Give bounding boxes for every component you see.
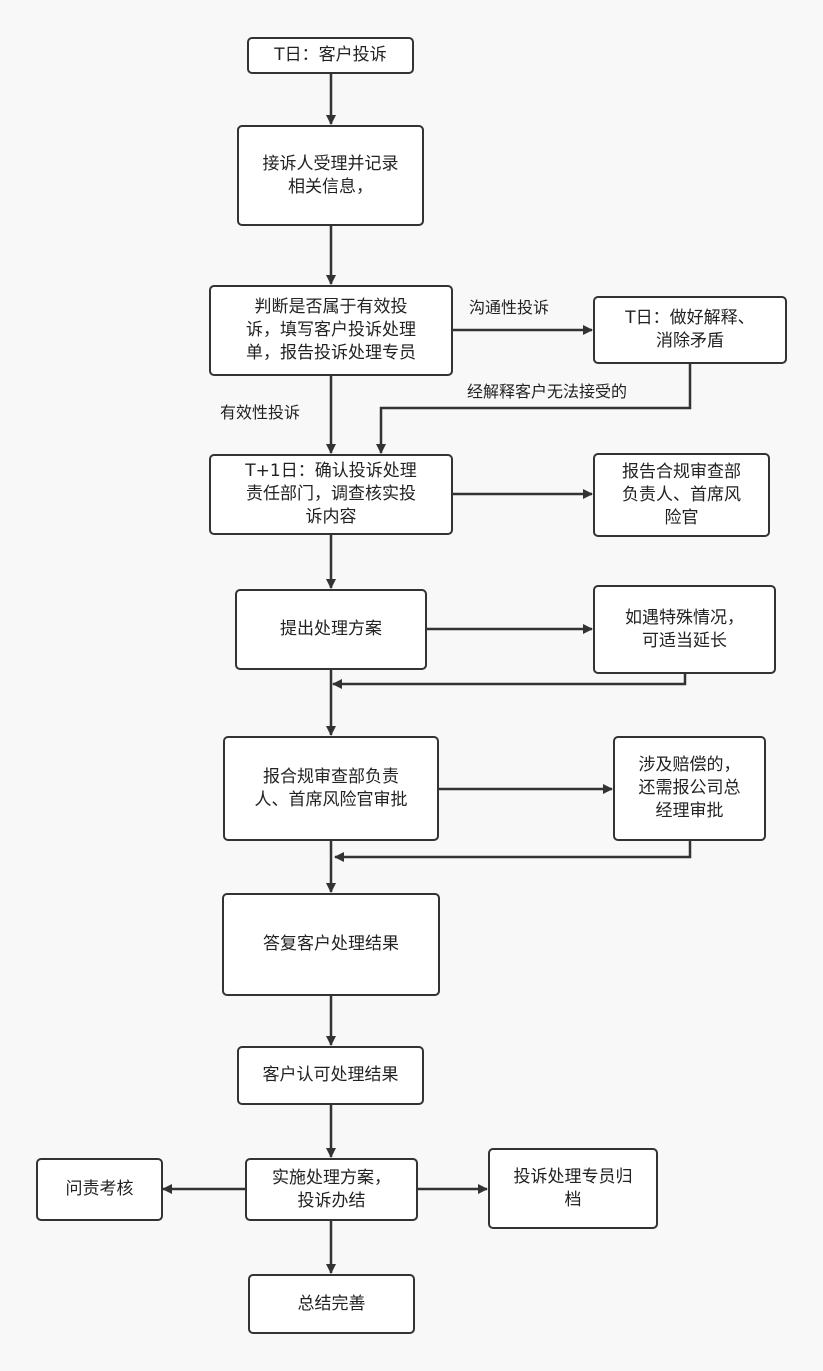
node-accept-record: 接诉人受理并记录 相关信息， [237, 125, 424, 226]
node-implement-plan: 实施处理方案， 投诉办结 [245, 1158, 418, 1221]
label-communication-complaint: 沟通性投诉 [469, 298, 550, 317]
node-customer-complaint: T日：客户投诉 [247, 37, 414, 74]
label-valid-complaint: 有效性投诉 [220, 403, 301, 422]
node-compensation: 涉及赔偿的， 还需报公司总 经理审批 [613, 736, 766, 841]
node-approve: 报合规审查部负责 人、首席风险官审批 [223, 736, 439, 841]
node-extend: 如遇特殊情况， 可适当延长 [593, 585, 776, 674]
node-customer-acknowledge: 客户认可处理结果 [237, 1046, 424, 1105]
label-not-accepted: 经解释客户无法接受的 [467, 382, 628, 401]
node-accountability: 问责考核 [36, 1158, 163, 1221]
arrow-explain-back-to-confirm [376, 364, 692, 454]
node-summary: 总结完善 [248, 1274, 415, 1334]
node-archive: 投诉处理专员归 档 [488, 1148, 658, 1229]
node-reply-result: 答复客户处理结果 [222, 893, 440, 996]
node-confirm-department: T+1日：确认投诉处理 责任部门，调查核实投 诉内容 [209, 454, 453, 535]
arrow-extend-back [332, 674, 687, 689]
arrow-compensation-back [334, 841, 692, 862]
node-report-compliance: 报告合规审查部 负责人、首席风 险官 [593, 453, 770, 537]
node-explain: T日：做好解释、 消除矛盾 [593, 296, 787, 364]
node-judge-validity: 判断是否属于有效投 诉，填写客户投诉处理 单，报告投诉处理专员 [209, 285, 453, 376]
node-propose-plan: 提出处理方案 [235, 589, 427, 670]
